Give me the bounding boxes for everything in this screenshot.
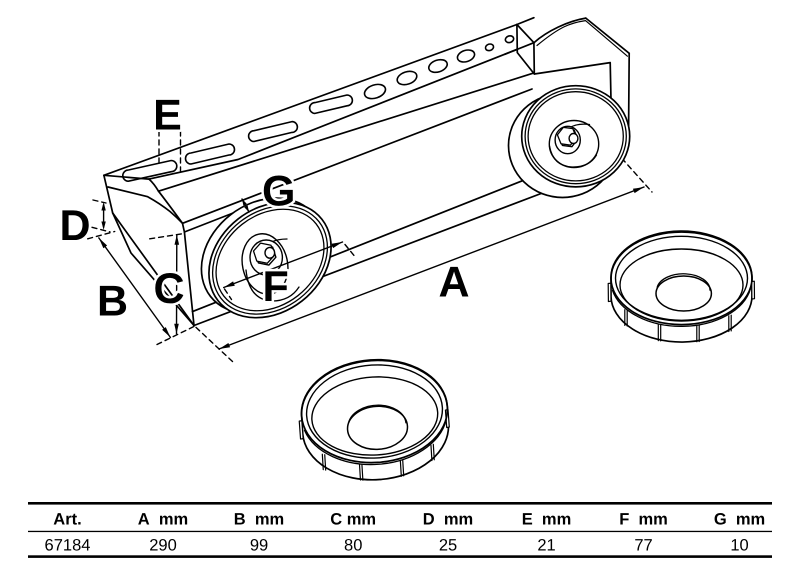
svg-text:C: C [153,265,184,313]
svg-text:D mm: D mm [423,511,473,529]
svg-text:F mm: F mm [619,511,668,529]
svg-text:C mm: C mm [330,511,376,529]
svg-text:99: 99 [250,537,268,555]
svg-text:E: E [153,91,182,139]
svg-text:10: 10 [730,537,748,555]
svg-text:77: 77 [634,537,652,555]
svg-text:21: 21 [537,537,555,555]
svg-text:F: F [262,263,288,311]
svg-text:290: 290 [149,537,177,555]
svg-text:E mm: E mm [522,511,572,529]
svg-text:Art.: Art. [53,511,81,529]
svg-text:G mm: G mm [714,511,765,529]
svg-text:A mm: A mm [138,511,188,529]
svg-text:A: A [438,258,469,306]
svg-text:B: B [97,277,128,325]
svg-text:G: G [262,167,295,215]
svg-text:B mm: B mm [234,511,284,529]
svg-text:67184: 67184 [45,537,91,555]
svg-text:25: 25 [439,537,457,555]
svg-text:80: 80 [344,537,362,555]
svg-text:D: D [59,202,90,250]
